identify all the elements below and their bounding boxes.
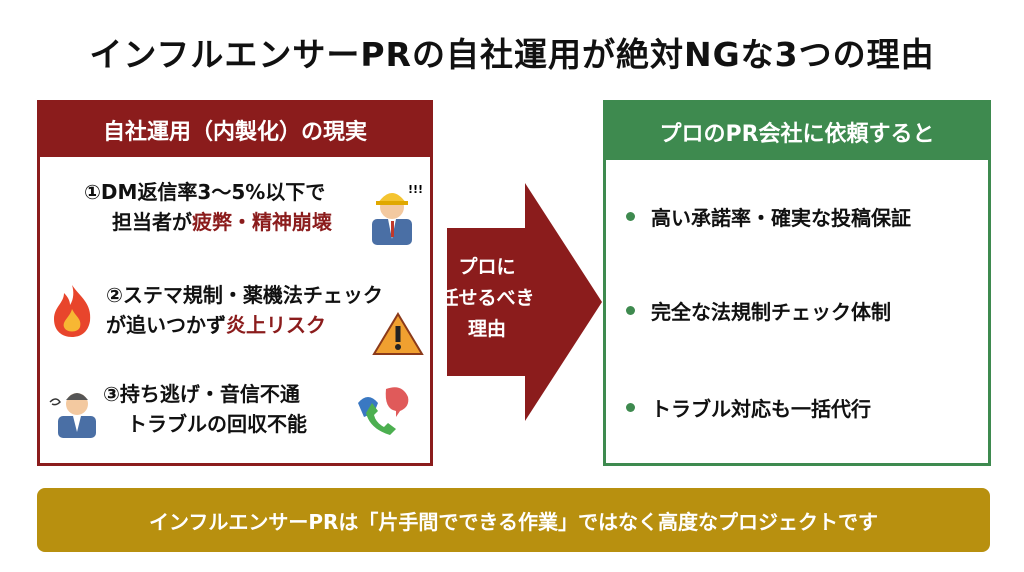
bullet-icon xyxy=(626,403,635,412)
troubled-person-icon xyxy=(49,393,96,438)
reason-3-line2: トラブルの回収不能 xyxy=(127,412,307,436)
inhouse-panel-header: 自社運用（内製化）の現実 xyxy=(40,103,430,157)
bullet-icon xyxy=(626,306,635,315)
warning-icon xyxy=(372,312,424,355)
footer-banner: インフルエンサーPRは「片手間でできる作業」ではなく高度なプロジェクトです xyxy=(37,488,990,552)
page-title: インフルエンサーPRの自社運用が絶対NGな3つの理由 xyxy=(89,35,935,74)
reason-item-2: ②ステマ規制・薬機法チェック が追いつかず炎上リスク xyxy=(106,280,383,340)
benefit-item: トラブル対応も一括代行 xyxy=(626,393,871,422)
reason-item-3: ③持ち逃げ・音信不通 トラブルの回収不能 xyxy=(103,379,307,439)
bullet-icon xyxy=(626,212,635,221)
arrow-label-line1: プロに xyxy=(458,256,516,278)
pro-panel-header: プロのPR会社に依頼すると xyxy=(606,103,988,160)
arrow-label-line3: 理由 xyxy=(467,318,506,340)
reason-1-highlight: 疲弊・精神崩壊 xyxy=(192,210,332,234)
arrow-label: プロに 任せるべき 理由 xyxy=(439,252,534,345)
benefit-item: 完全な法規制チェック体制 xyxy=(626,296,891,325)
inhouse-reality-panel: 自社運用（内製化）の現実 ①DM返信率3〜5%以下で 担当者が疲弊・精神崩壊 !… xyxy=(37,100,433,466)
arrow-label-line2: 任せるべき xyxy=(439,287,535,309)
arrow-icon xyxy=(447,183,602,421)
benefit-text: 高い承諾率・確実な投稿保証 xyxy=(651,206,911,230)
benefit-item: 高い承諾率・確実な投稿保証 xyxy=(626,202,911,231)
benefit-text: トラブル対応も一括代行 xyxy=(651,397,871,421)
reason-2-highlight: 炎上リスク xyxy=(226,313,326,337)
pro-pr-panel: プロのPR会社に依頼すると 高い承諾率・確実な投稿保証 完全な法規制チェック体制… xyxy=(603,100,991,466)
benefit-text: 完全な法規制チェック体制 xyxy=(651,300,891,324)
broken-call-icon xyxy=(358,387,409,435)
fire-icon xyxy=(54,285,91,337)
reason-1-line1: ①DM返信率3〜5%以下で xyxy=(84,180,326,204)
reason-2-line2: が追いつかず xyxy=(106,313,226,337)
exclamation-text: !!! xyxy=(408,183,423,196)
reason-1-line2: 担当者が xyxy=(112,210,192,234)
reason-item-1: ①DM返信率3〜5%以下で 担当者が疲弊・精神崩壊 xyxy=(84,177,332,237)
reason-2-line1: ②ステマ規制・薬機法チェック xyxy=(106,283,383,307)
stressed-worker-icon: !!! xyxy=(372,183,423,245)
reason-3-line1: ③持ち逃げ・音信不通 xyxy=(103,382,300,406)
